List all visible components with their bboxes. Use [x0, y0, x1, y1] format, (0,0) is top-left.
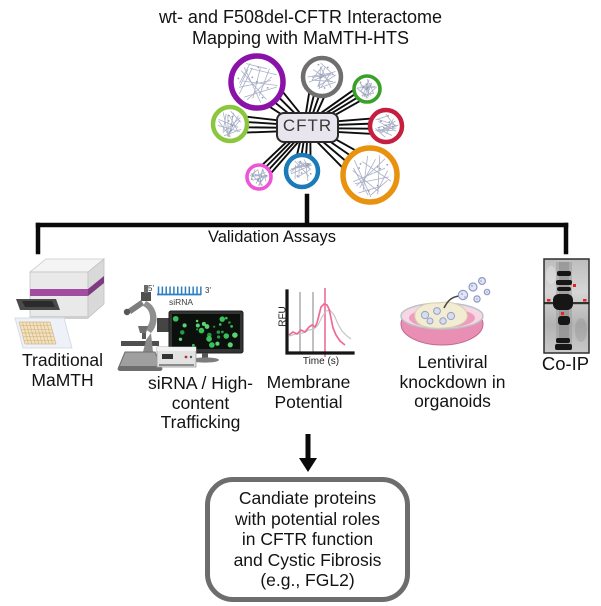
microscope-icon — [117, 285, 163, 371]
plate-reader-icon — [16, 258, 106, 319]
coip-label: Co-IP — [541, 353, 590, 374]
down-arrow-icon — [299, 434, 317, 472]
sirna-trafficking-label: siRNA / High- content Trafficking — [147, 373, 254, 432]
plot-y-axis-label: RFU — [277, 306, 289, 327]
validation-assays-heading: Validation Assays — [207, 228, 337, 246]
cftr-hub-box — [276, 112, 339, 143]
controller-box-icon — [156, 346, 197, 368]
outcome-box: Candiate proteins with potential roles i… — [205, 477, 410, 602]
validation-bracket — [35, 193, 569, 255]
membrane-potential-plot — [285, 288, 355, 357]
coip-blot-icon — [543, 258, 590, 354]
figure-title: wt- and F508del-CFTR Interactome Mapping… — [158, 7, 443, 48]
virus-particles-icon — [457, 277, 491, 303]
network-node-orange — [340, 145, 400, 205]
network-node-blue — [283, 152, 321, 190]
cftr-hub-label: CFTR — [282, 116, 333, 135]
organoid-label: Lentiviral knockdown in organoids — [399, 352, 506, 411]
network-nodes — [210, 53, 405, 205]
monitor-icon — [168, 310, 244, 363]
sirna-three-prime-label: 3' — [205, 286, 211, 295]
sirna-caption: siRNA — [168, 297, 194, 307]
traditional-mamth-label: Traditional MaMTH — [21, 350, 104, 390]
microplate-icon — [14, 317, 73, 349]
organoid-dish-icon — [400, 277, 491, 346]
camera-module-icon — [157, 318, 171, 332]
blot-asterisk-marks — [547, 284, 587, 315]
sirna-five-prime-label: 5' — [148, 284, 154, 293]
plot-x-axis-label: Time (s) — [302, 356, 340, 367]
membrane-potential-label: Membrane Potential — [266, 372, 351, 412]
sirna-strand-icon — [157, 286, 202, 296]
